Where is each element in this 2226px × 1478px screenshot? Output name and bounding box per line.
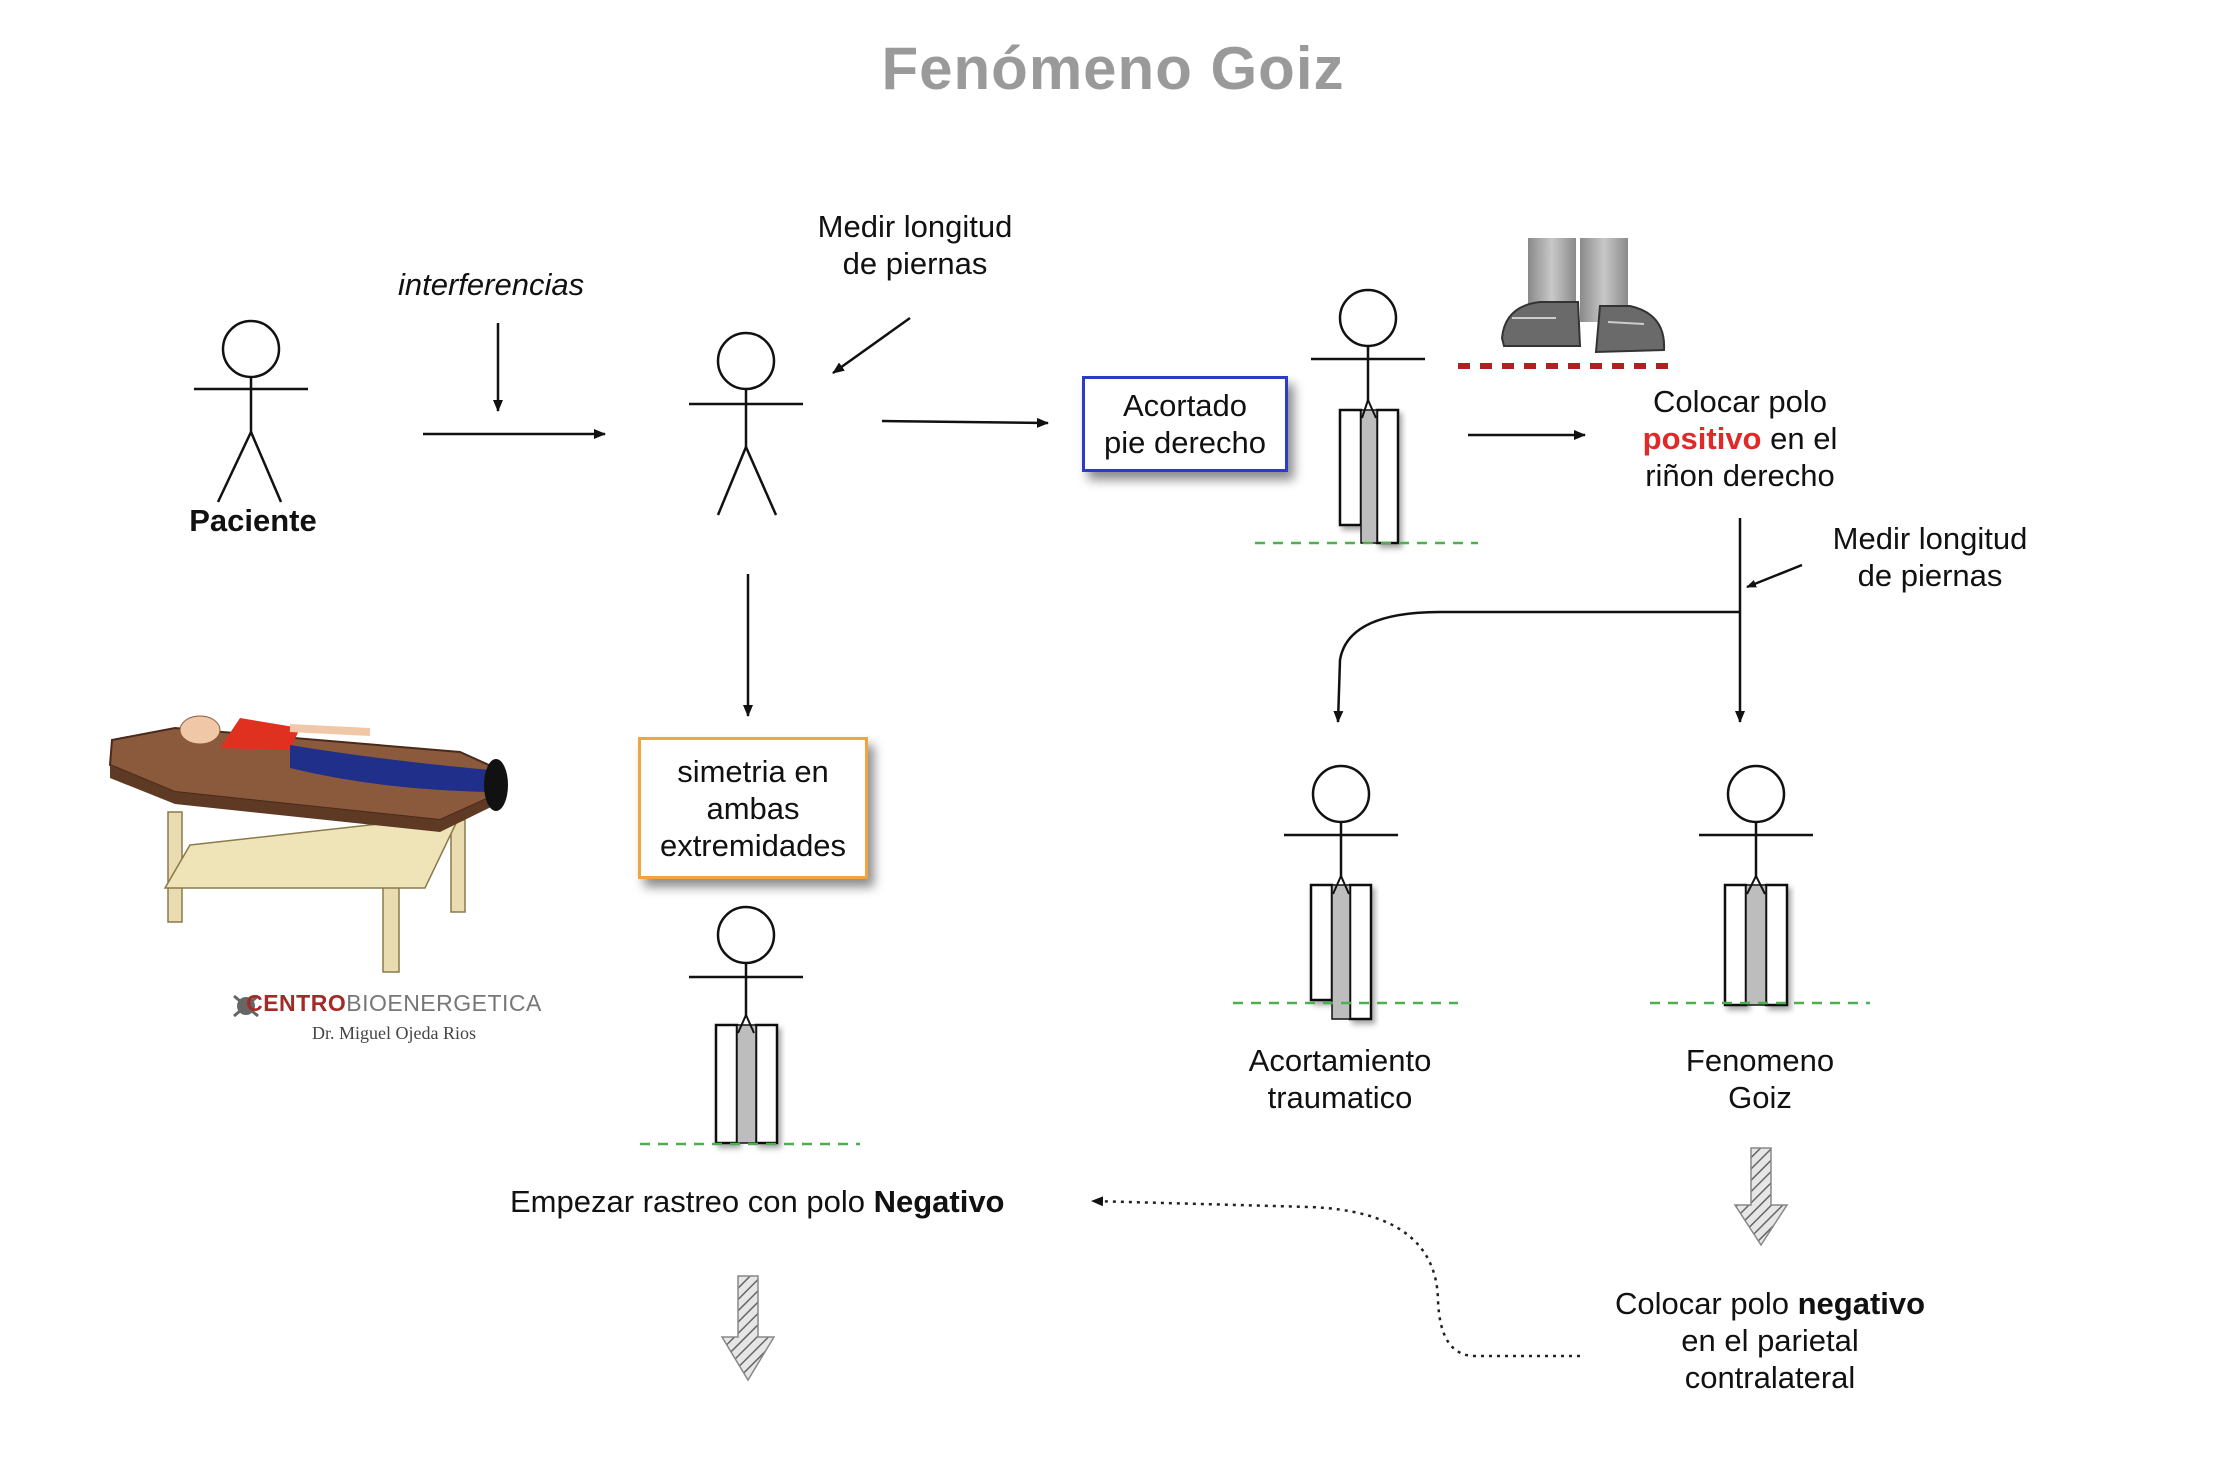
symmetric-figure — [640, 905, 860, 1146]
arrow-figure-to-acortado — [881, 417, 1049, 428]
arrow-medir2-pointer — [1746, 563, 1803, 589]
arrow-curve-to-acortamiento — [1333, 610, 1740, 723]
centro-bioenergetica-logo: CENTROBIOENERGETICA Dr. Miguel Ojeda Rio… — [224, 990, 564, 1044]
positivo-word: positivo — [1642, 421, 1762, 456]
interferencias-label: interferencias — [398, 267, 585, 302]
logo-author: Dr. Miguel Ojeda Rios — [312, 1023, 476, 1043]
fenomeno-goiz-figure — [1650, 764, 1870, 1007]
medir-longitud-label-1: Medir longitud de piernas — [817, 209, 1013, 281]
hatched-arrow-goiz — [1733, 1147, 1789, 1247]
negativo-word: Negativo — [873, 1184, 1005, 1219]
acortamiento-figure — [1233, 764, 1458, 1021]
acortamiento-traumatico-label: Acortamiento traumatico — [1248, 1043, 1432, 1115]
acortado-pie-derecho-box: Acortado pie derecho — [1082, 376, 1288, 472]
shoes-illustration — [1458, 238, 1668, 369]
short-leg-figure — [1255, 288, 1478, 545]
centro-bioenergetica-logo-icon — [233, 994, 259, 1018]
paciente-label: Paciente — [189, 503, 317, 538]
arrow-medir-to-figure — [832, 316, 911, 375]
colocar-polo-positivo-label: Colocar polo positivo en el riñon derech… — [1642, 384, 1838, 493]
simetria-box: simetria en ambas extremidades — [638, 737, 868, 879]
measured-stick-figure — [689, 331, 803, 516]
hatched-arrow-negativo — [720, 1275, 776, 1382]
logo-brand: CENTROBIOENERGETICA — [246, 990, 542, 1016]
page-title: Fenómeno Goiz — [881, 35, 1345, 102]
massage-table-illustration — [108, 715, 508, 973]
patient-stick-figure — [194, 319, 308, 503]
medir-longitud-label-2: Medir longitud de piernas — [1832, 521, 2028, 593]
fenomeno-goiz-label: Fenomeno Goiz — [1685, 1043, 1835, 1115]
dotted-arrow-to-empezar — [1091, 1196, 1580, 1358]
empezar-rastreo-label: Empezar rastreo con polo Negativo — [510, 1184, 1005, 1219]
colocar-polo-negativo-label: Colocar polo negativo en el parietal con… — [1614, 1286, 1926, 1395]
